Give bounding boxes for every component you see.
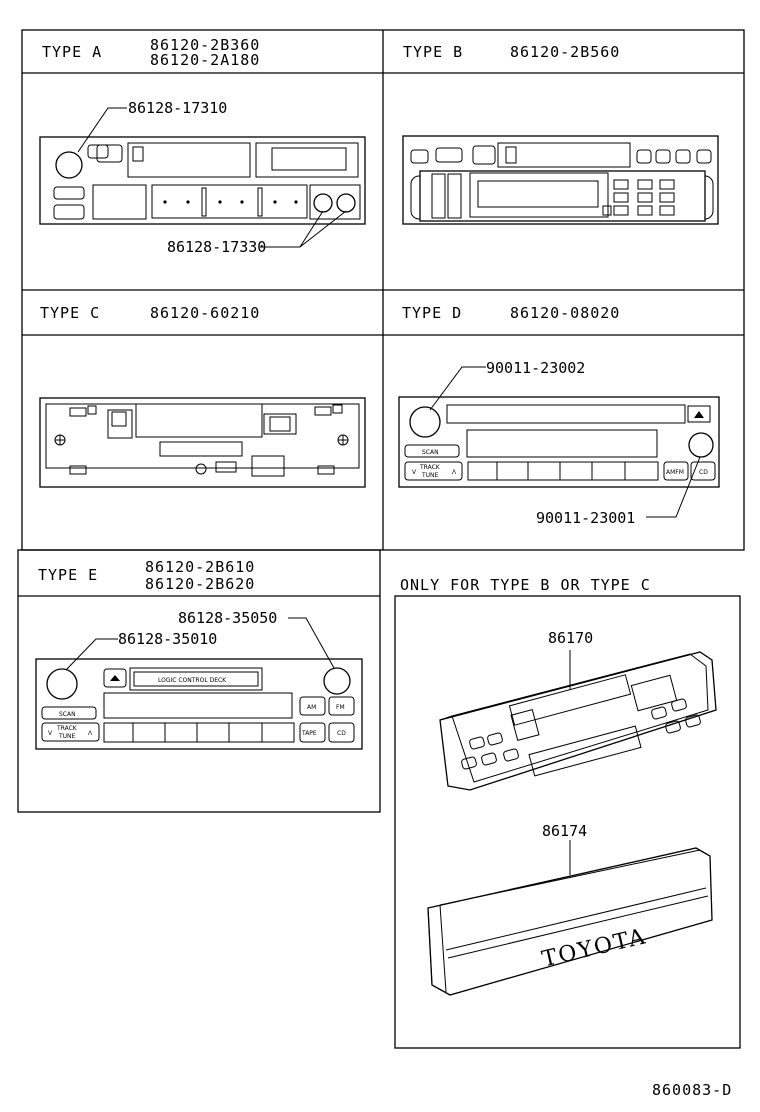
type-e-track-label: TRACK (56, 725, 78, 732)
type-e-part-2: 86120-2B620 (145, 575, 255, 593)
type-d-callout-bottom: 90011-23001 (536, 509, 635, 527)
type-e-tune-label: TUNE (58, 733, 76, 740)
faceplate-86170 (439, 650, 717, 791)
type-d-tune-label: TUNE (421, 472, 439, 479)
type-c-title: TYPE C (40, 304, 100, 322)
svg-text:V: V (412, 469, 417, 476)
type-e-deck-label: LOGIC CONTROL DECK (158, 677, 227, 684)
type-a-callout-top: 86128-17310 (128, 99, 227, 117)
type-e-callout-left: 86128-35010 (118, 630, 217, 648)
type-b-title: TYPE B (403, 43, 463, 61)
type-b-part: 86120-2B560 (510, 43, 620, 61)
type-a-part-2: 86120-2A180 (150, 51, 260, 69)
type-d-amfm-button: AMFM (666, 469, 684, 476)
part-86170-label: 86170 (548, 629, 593, 647)
svg-text:Λ: Λ (88, 730, 93, 737)
type-e-am-button: AM (307, 704, 316, 711)
type-d-part: 86120-08020 (510, 304, 620, 322)
part-86174-label: 86174 (542, 822, 587, 840)
svg-text:V: V (48, 730, 53, 737)
toyota-logo-text: TOYOTA (540, 924, 650, 972)
type-a-callout-bottom: 86128-17330 (167, 238, 266, 256)
type-a-title: TYPE A (42, 43, 102, 61)
svg-text:Λ: Λ (452, 469, 457, 476)
type-b-radio (402, 135, 719, 225)
type-e-tape-button: TAPE (301, 730, 317, 737)
type-e-scan-button: SCAN (59, 711, 76, 718)
type-d-title: TYPE D (402, 304, 462, 322)
only-for-title: ONLY FOR TYPE B OR TYPE C (400, 576, 651, 594)
type-a-radio (39, 107, 366, 248)
type-d-cd-button: CD (699, 469, 708, 476)
cover-86174: TOYOTA (427, 840, 713, 996)
type-c-part: 86120-60210 (150, 304, 260, 322)
type-e-cd-button: CD (337, 730, 346, 737)
type-e-title: TYPE E (38, 566, 98, 584)
type-a-part-1: 86120-2B360 (150, 36, 260, 54)
type-e-part-1: 86120-2B610 (145, 558, 255, 576)
type-e-fm-button: FM (336, 704, 345, 711)
type-c-radio (39, 397, 366, 488)
type-e-radio: LOGIC CONTROL DECK SCAN V TRACK TUNE Λ A… (35, 617, 363, 750)
type-e-callout-right: 86128-35050 (178, 609, 277, 627)
type-d-scan-button: SCAN (422, 449, 439, 456)
grid-frames (17, 29, 745, 1049)
type-d-callout-top: 90011-23002 (486, 359, 585, 377)
type-d-track-label: TRACK (419, 464, 441, 471)
type-d-radio: SCAN V TRACK TUNE Λ AMFM CD (398, 366, 720, 518)
figure-id: 860083-D (652, 1081, 732, 1099)
